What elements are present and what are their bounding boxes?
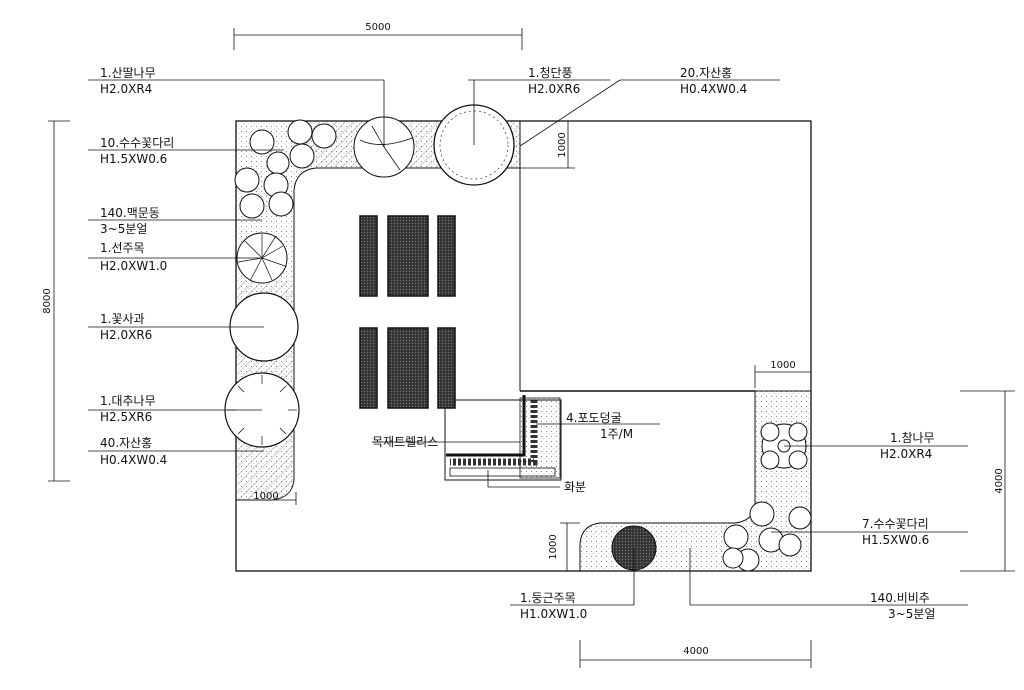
dim-top-width: 5000: [365, 22, 390, 33]
planter-inner: [449, 467, 556, 477]
label-azalea-left-name: 40.자산홍: [100, 436, 152, 450]
leader-lines: [88, 79, 968, 606]
label-round-yew-spec: H1.0XW1.0: [520, 607, 587, 621]
label-jujube-name: 1.대추나무: [100, 394, 156, 408]
label-azalea-top-name: 20.자산홍: [680, 66, 732, 80]
label-yew-spec: H2.0XW1.0: [100, 259, 167, 273]
grape-vine-hedge: [450, 400, 538, 466]
label-grapevine-name: 4.포도덩굴: [566, 411, 622, 425]
label-maple-name: 1.청단풍: [528, 66, 573, 80]
label-liriope-spec: 3~5분얼: [100, 222, 147, 236]
label-oak-name: 1.참나무: [890, 431, 935, 445]
dim-left-height: 8000: [42, 288, 53, 313]
dim-right-height: 4000: [994, 468, 1005, 493]
label-lilac-top-spec: H1.5XW0.6: [100, 152, 167, 166]
shrub-lilac-right: [722, 501, 812, 572]
dim-left-strip: 1000: [253, 491, 278, 502]
label-azalea-top-spec: H0.4XW0.4: [680, 82, 747, 96]
label-lilac-top-name: 10.수수꽃다리: [100, 136, 174, 150]
label-crabapple-spec: H2.0XR6: [100, 328, 152, 342]
site-boundary: [235, 120, 812, 572]
label-yew-name: 1.선주목: [100, 241, 145, 255]
label-crabapple-name: 1.꽃사과: [100, 312, 145, 326]
label-dogwood-name: 1.산딸나무: [100, 66, 156, 80]
planter-box: [444, 399, 562, 481]
benches: [359, 215, 456, 409]
label-dogwood-spec: H2.0XR4: [100, 82, 152, 96]
label-azalea-left-spec: H0.4XW0.4: [100, 453, 167, 467]
label-jujube-spec: H2.5XR6: [100, 410, 152, 424]
label-lilac-right-spec: H1.5XW0.6: [862, 533, 929, 547]
dim-right-strip: 1000: [770, 360, 795, 371]
dim-top-strip: 1000: [557, 132, 568, 157]
trellis-wall: [446, 395, 526, 457]
label-round-yew-name: 1.둥근주목: [520, 591, 576, 605]
label-trellis: 목재트렐리스: [372, 435, 438, 449]
dim-bottom-width: 4000: [683, 646, 708, 657]
label-hosta-name: 140.비비추: [870, 591, 930, 605]
shrub-lilac-top: [234, 119, 337, 219]
label-liriope-name: 140.맥문동: [100, 206, 160, 220]
dim-bottom-strip: 1000: [548, 534, 559, 559]
label-planter: 화분: [564, 480, 586, 494]
label-oak-spec: H2.0XR4: [880, 447, 932, 461]
label-grapevine-spec: 1주/M: [600, 427, 633, 441]
dimension-lines: [48, 28, 1015, 668]
label-lilac-right-name: 7.수수꽃다리: [862, 517, 929, 531]
trellis-bed: [519, 397, 561, 479]
label-hosta-spec: 3~5분얼: [888, 607, 935, 621]
label-maple-spec: H2.0XR6: [528, 82, 580, 96]
